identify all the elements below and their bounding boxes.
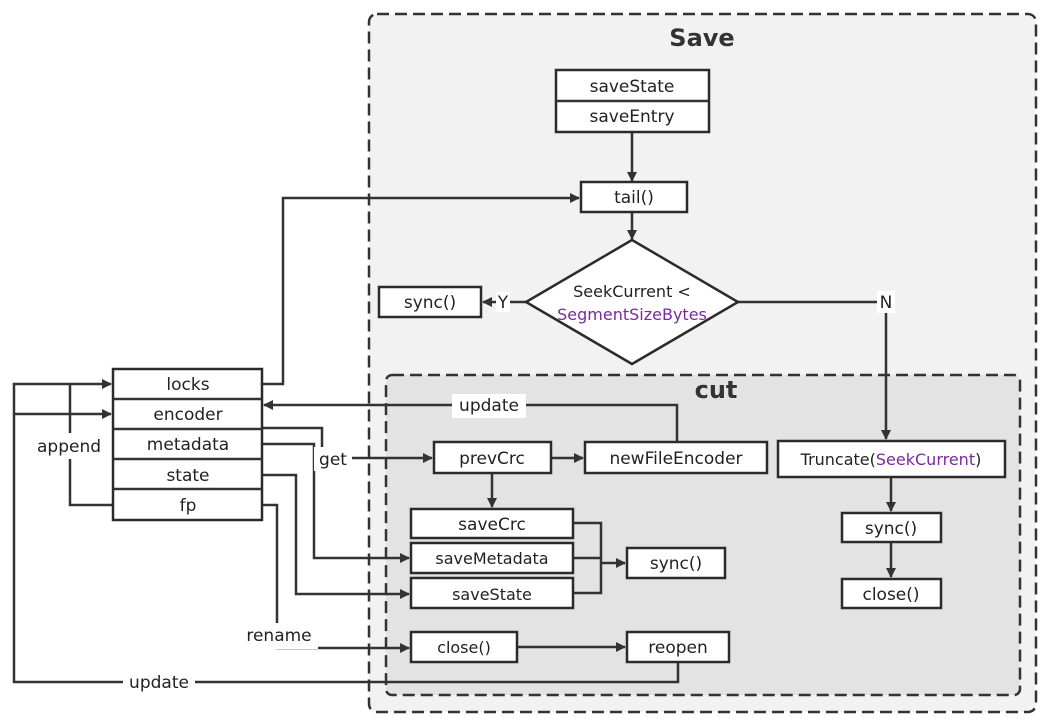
save-state-label: saveState bbox=[590, 77, 675, 97]
struct-fields: locks encoder metadata state fp bbox=[111, 367, 264, 522]
edge-label-get: get bbox=[319, 450, 347, 470]
truncate-node: Truncate(SeekCurrent) bbox=[776, 439, 1007, 479]
sync-top-label: sync() bbox=[404, 293, 456, 313]
close-cut-node: close() bbox=[409, 630, 519, 664]
save-state-cut-label: saveState bbox=[452, 585, 532, 604]
field-state: state bbox=[166, 466, 209, 486]
save-metadata-node: saveMetadata bbox=[409, 541, 575, 575]
save-crc-label: saveCrc bbox=[458, 515, 526, 535]
save-entry-label: saveEntry bbox=[589, 107, 674, 127]
truncate-prefix: Truncate( bbox=[800, 450, 876, 469]
sync-cut-label: sync() bbox=[650, 554, 702, 574]
sync-right-label: sync() bbox=[865, 519, 917, 539]
new-file-encoder-label: newFileEncoder bbox=[609, 449, 742, 469]
save-title: Save bbox=[669, 24, 734, 52]
decision-line1: SeekCurrent < bbox=[573, 282, 691, 301]
field-metadata: metadata bbox=[147, 435, 229, 455]
close-right-node: close() bbox=[840, 577, 943, 610]
truncate-arg: SeekCurrent bbox=[876, 450, 975, 469]
tail-label: tail() bbox=[614, 188, 654, 208]
edge-label-no: N bbox=[880, 293, 893, 313]
truncate-suffix: ) bbox=[975, 450, 981, 469]
prev-crc-label: prevCrc bbox=[459, 449, 525, 469]
save-state-cut-node: saveState bbox=[409, 576, 575, 610]
reopen-label: reopen bbox=[648, 638, 708, 658]
field-locks: locks bbox=[166, 375, 209, 395]
save-crc-node: saveCrc bbox=[409, 507, 575, 540]
prev-crc-node: prevCrc bbox=[432, 440, 553, 475]
save-metadata-label: saveMetadata bbox=[435, 549, 548, 568]
sync-right-node: sync() bbox=[840, 511, 943, 544]
tail-node: tail() bbox=[579, 180, 689, 214]
field-fp: fp bbox=[180, 496, 197, 516]
truncate-label: Truncate(SeekCurrent) bbox=[800, 450, 982, 469]
edge-label-update-bottom: update bbox=[129, 673, 189, 693]
sync-cut-node: sync() bbox=[625, 546, 727, 580]
edge-label-yes: Y bbox=[497, 293, 509, 313]
edge-label-rename: rename bbox=[246, 626, 311, 646]
new-file-encoder-node: newFileEncoder bbox=[583, 440, 769, 475]
close-right-label: close() bbox=[862, 585, 919, 605]
decision-node: SeekCurrent < SegmentSizeBytes bbox=[523, 238, 741, 366]
cut-title: cut bbox=[695, 376, 738, 404]
close-cut-label: close() bbox=[437, 638, 491, 657]
field-encoder: encoder bbox=[153, 405, 222, 425]
save-state-entry-node: saveState saveEntry bbox=[554, 68, 711, 134]
edge-label-append: append bbox=[37, 437, 101, 457]
decision-line2: SegmentSizeBytes bbox=[557, 305, 707, 324]
sync-top-node: sync() bbox=[377, 285, 483, 319]
reopen-node: reopen bbox=[625, 630, 731, 664]
edge-label-update-top: update bbox=[459, 396, 519, 416]
